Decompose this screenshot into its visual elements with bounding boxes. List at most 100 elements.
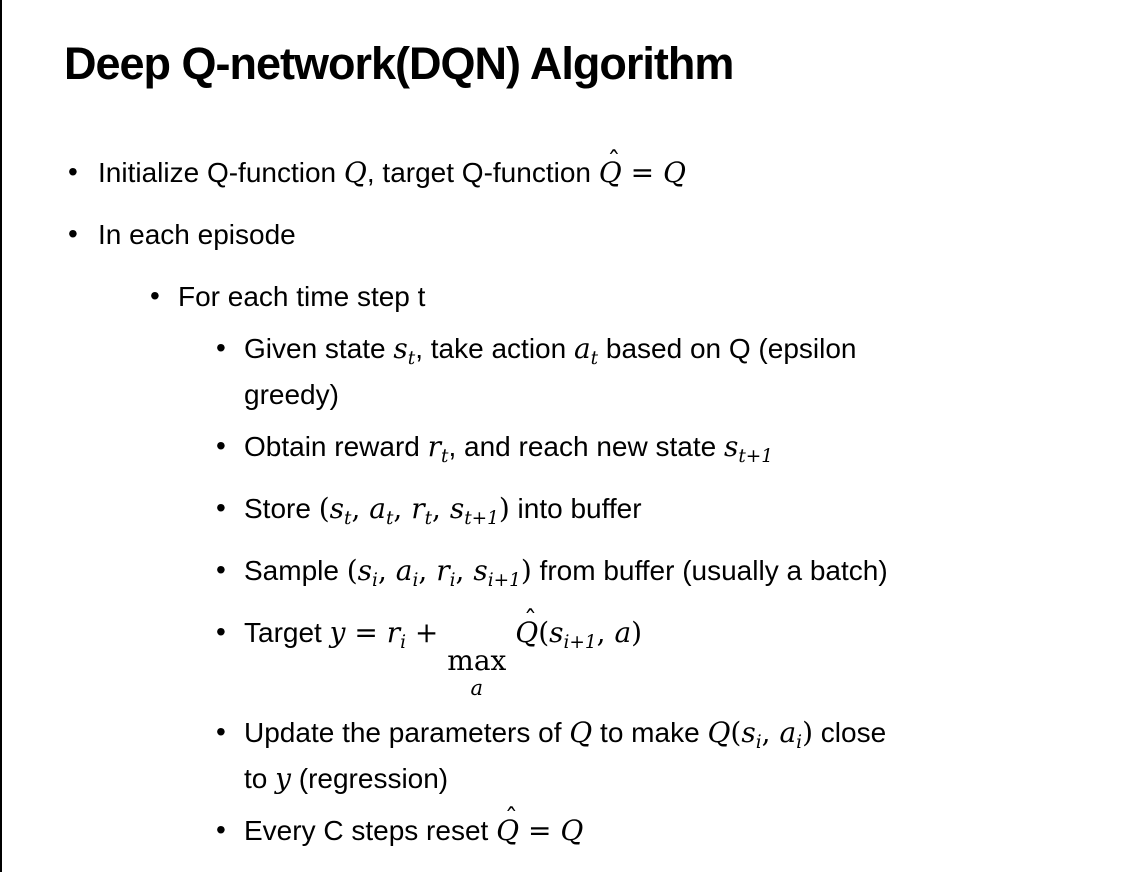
math-subscript: i xyxy=(400,631,407,653)
bullet-marker: • xyxy=(216,332,226,363)
math-variable-token: Q xyxy=(560,813,584,847)
math-subscript: t+1 xyxy=(464,507,499,529)
text-token: Every C steps reset xyxy=(244,814,497,846)
math-subscript: t xyxy=(385,507,394,529)
math-variable-token: Q xyxy=(569,715,593,749)
math-operator-token: , xyxy=(393,491,412,525)
math-subscript: i+1 xyxy=(487,569,521,591)
math-variable-token: ri xyxy=(436,553,456,591)
text-token: to xyxy=(244,762,276,794)
bullet-marker: • xyxy=(216,615,226,647)
text-token: Update the parameters of xyxy=(244,716,570,748)
math-operator-token: , xyxy=(596,615,615,649)
math-operator-token: , xyxy=(351,491,370,525)
text-token: Store xyxy=(244,492,319,524)
text-token: based on Q (epsilon xyxy=(598,333,857,364)
math-subscript: i xyxy=(449,569,456,591)
bullet-marker: • xyxy=(68,156,78,187)
bullet-list: •Initialize Q-function Q, target Q-funct… xyxy=(2,146,1104,865)
text-token: For each time step t xyxy=(178,281,426,312)
text-token: Obtain reward xyxy=(244,430,428,462)
text-token: , take action xyxy=(415,333,574,364)
math-operator-token: , xyxy=(432,491,450,525)
bullet-marker: • xyxy=(216,715,226,747)
math-variable-token: si xyxy=(357,553,378,591)
math-variable-token: st+1 xyxy=(723,429,773,467)
math-variable-token: st xyxy=(393,332,416,369)
math-variable-token: a xyxy=(614,615,632,649)
math-operator-token: = xyxy=(519,813,561,847)
math-variable-token: ai xyxy=(395,553,419,591)
math-operator-token: ( xyxy=(346,553,358,587)
math-variable-token: rt xyxy=(411,491,432,529)
math-variable-token: si+1 xyxy=(473,553,521,591)
text-token: into buffer xyxy=(509,492,642,524)
text-token: from buffer (usually a batch) xyxy=(531,554,888,586)
math-operator-token: ( xyxy=(730,715,742,749)
bullet-item: •Update the parameters of Q to make Q(si… xyxy=(216,715,1104,797)
math-operator-token: , xyxy=(761,715,780,749)
math-variable-token: st+1 xyxy=(449,491,499,529)
math-subscript: t+1 xyxy=(738,445,773,467)
text-token: close xyxy=(813,716,887,748)
math-operator-token: , xyxy=(377,553,396,587)
math-operator-token: = xyxy=(345,615,387,649)
math-subscript: i xyxy=(412,569,419,591)
math-subscript: i xyxy=(796,731,803,753)
math-variable-token: at xyxy=(573,332,599,369)
text-token: Given state xyxy=(244,333,394,364)
bullet-marker: • xyxy=(68,218,78,249)
text-token: Sample xyxy=(244,554,347,586)
text-token: In each episode xyxy=(98,219,296,250)
math-operator-token: , xyxy=(455,553,474,587)
bullet-marker: • xyxy=(216,429,226,461)
bullet-text: For each time step t xyxy=(178,281,425,312)
math-subscript: t xyxy=(441,445,449,467)
math-variable-token: y xyxy=(275,761,291,795)
hat-accent: ˆ xyxy=(607,145,621,177)
math-variable-token: Q xyxy=(707,715,731,749)
text-token: (regression) xyxy=(290,762,449,794)
text-token: , target Q-function xyxy=(366,157,599,188)
bullet-item: •Obtain reward rt, and reach new state s… xyxy=(216,429,1104,475)
bullet-text: Given state st, take action at based on … xyxy=(244,332,857,410)
math-variable-token: at xyxy=(369,491,394,529)
math-subscript: t xyxy=(424,507,432,529)
math-subscript: t xyxy=(407,347,416,369)
bullet-marker: • xyxy=(216,491,226,523)
math-operator-token: ) xyxy=(802,715,814,749)
math-variable-token: st xyxy=(329,491,352,529)
math-subscript: t xyxy=(590,347,599,369)
max-operator: max xyxy=(447,643,507,677)
math-variable-token: si+1 xyxy=(549,615,597,653)
under-argument: a xyxy=(470,675,484,700)
text-token: greedy) xyxy=(244,378,339,410)
math-variable-token: Q xyxy=(662,156,686,189)
text-token: Initialize Q-function xyxy=(98,157,344,188)
math-variable-token: Q xyxy=(343,156,367,189)
math-operator-token: ) xyxy=(631,615,643,649)
math-operator-token: + xyxy=(406,615,448,649)
math-operator-token: = xyxy=(621,156,663,189)
hat-accent: ˆ xyxy=(504,803,518,835)
hat-accent: ˆ xyxy=(523,605,538,637)
math-variable-token: si xyxy=(741,715,762,753)
bullet-item: •Store (st, at, rt, st+1) into buffer xyxy=(216,491,1104,537)
math-subscript: i xyxy=(372,569,378,591)
math-variable-token: ai xyxy=(779,715,803,753)
math-operator-token: ( xyxy=(538,615,550,649)
bullet-marker: • xyxy=(216,813,226,845)
math-variable-token: rt xyxy=(427,429,449,467)
bullet-item: • In each episode xyxy=(68,217,1104,253)
page-title: Deep Q-network(DQN) Algorithm xyxy=(64,38,734,89)
math-subscript: i+1 xyxy=(563,631,597,653)
math-variable-token: Q xyxy=(598,156,622,189)
math-variable-token: y xyxy=(329,615,346,649)
math-operator-token: , xyxy=(418,553,437,587)
